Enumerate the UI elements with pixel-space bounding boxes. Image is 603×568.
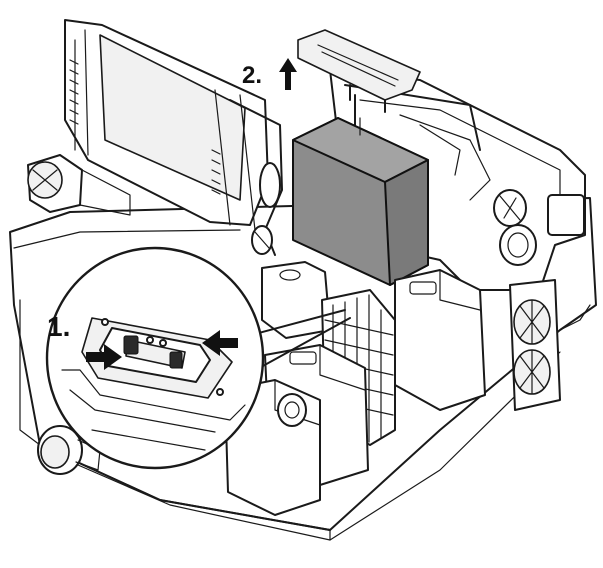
lifted-frame — [64, 19, 283, 256]
cooling-fans — [509, 279, 561, 411]
right-knobs — [493, 189, 537, 266]
step-2-label: 2. — [242, 62, 262, 89]
bottom-knob — [37, 425, 101, 475]
arrow-right-icon — [86, 344, 122, 370]
left-knob — [27, 154, 131, 216]
arrow-up-icon — [279, 58, 297, 90]
arrow-left-icon — [202, 330, 238, 356]
center-knob — [251, 225, 273, 255]
gray-module — [292, 117, 429, 286]
step-1-label: 1. — [47, 311, 70, 342]
lid-handle — [297, 29, 421, 113]
detail-magnifier — [45, 246, 265, 470]
